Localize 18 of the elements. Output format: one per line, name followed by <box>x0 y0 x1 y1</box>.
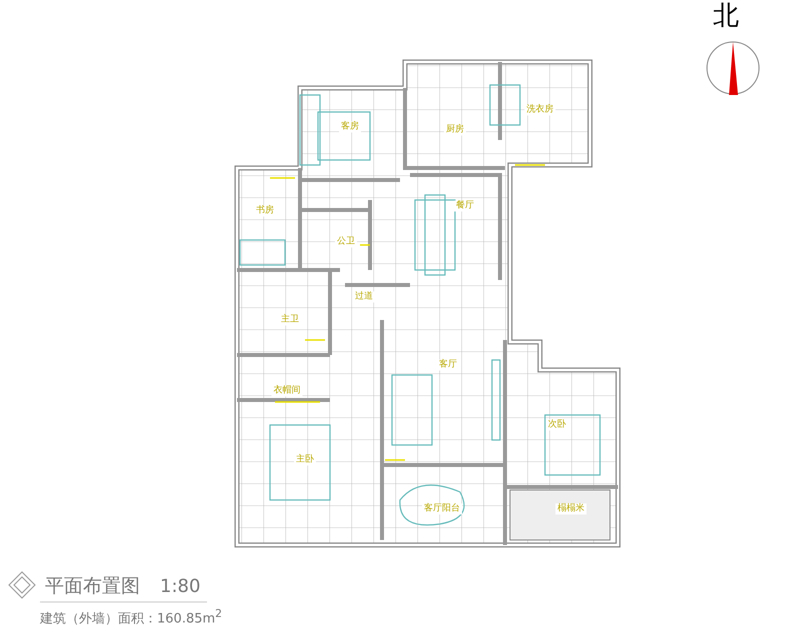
room-label: 餐厅 <box>454 200 476 212</box>
room-label: 厨房 <box>444 124 466 136</box>
room-label: 次卧 <box>546 420 568 430</box>
room-label: 过道 <box>353 292 375 302</box>
room-label: 客厅 <box>437 360 459 370</box>
room-label: 公卫 <box>335 236 357 248</box>
scale-label: 1:80 <box>160 578 200 596</box>
room-label: 客厅阳台 <box>422 504 462 514</box>
room-label: 榻榻米 <box>556 504 586 514</box>
room-label: 书房 <box>254 206 276 216</box>
room-label: 主卧 <box>294 454 316 466</box>
room-label: 衣帽间 <box>272 386 302 396</box>
north-label: 北 <box>713 3 739 29</box>
room-label: 洗衣房 <box>524 104 556 116</box>
plan-title: 平面布置图 <box>45 577 140 596</box>
area-label: 建筑（外墙）面积：160.85m$^{2}$ <box>40 609 222 626</box>
room-label: 客房 <box>339 122 361 132</box>
room-label: 主卫 <box>279 314 301 326</box>
